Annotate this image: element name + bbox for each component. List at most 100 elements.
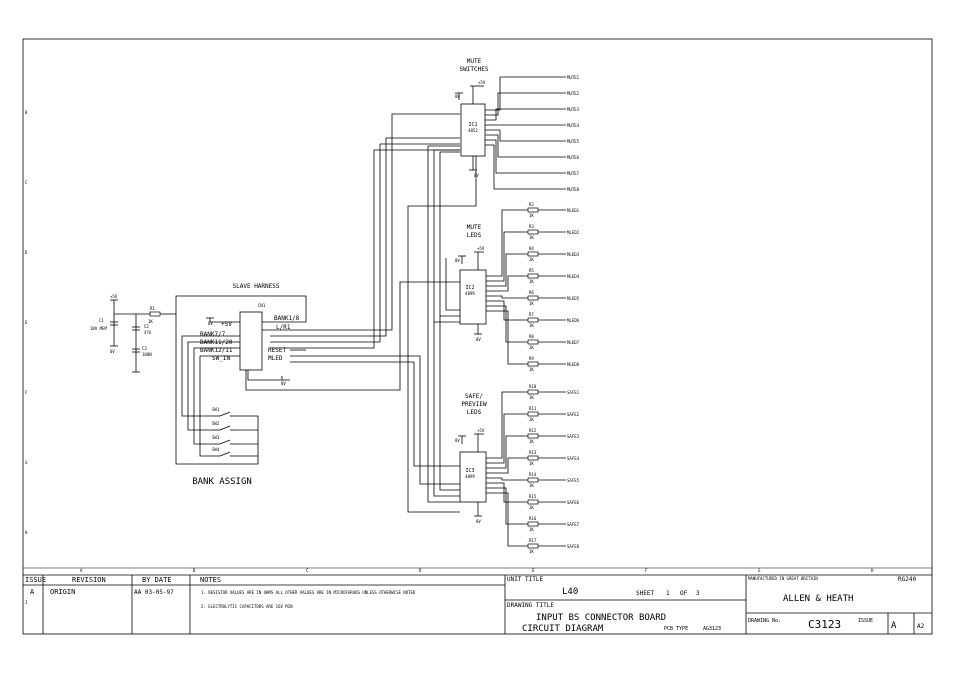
power-rail-label: +5V — [110, 294, 118, 299]
zone-label-bottom: H — [871, 568, 874, 573]
note-2: 2. ELECTROLYTIC CAPACITORS ARE 16V MIN — [201, 604, 293, 609]
c1-note: 10V MEM — [90, 326, 107, 331]
led-resistor-ref: R13 — [529, 450, 537, 455]
svg-text:0V: 0V — [455, 258, 460, 263]
zone-label-left: D — [25, 250, 28, 255]
drawing-frame — [22, 38, 933, 635]
bank-switch-blade — [219, 411, 231, 417]
mute-output-label: MUTE6 — [567, 155, 580, 160]
svg-text:+5V: +5V — [477, 428, 485, 433]
zone-label-left: I — [25, 600, 28, 605]
harness-label-mled: MLED — [268, 355, 283, 362]
pcb-type: AG3123 — [703, 626, 721, 632]
unit-title-label: UNIT TITLE — [507, 576, 544, 583]
title-block: ISSUE REVISION BY DATE NOTES A ORIGIN AA… — [23, 575, 932, 634]
rev-row-by-date: AA 03-05-97 — [134, 589, 174, 596]
led-output-label: SAFE3 — [567, 434, 580, 439]
manufacturer-label: MANUFACTURED IN GREAT BRITAIN — [748, 576, 818, 581]
led-resistor — [527, 317, 539, 323]
led-output-wire — [486, 295, 528, 299]
mute-output-label: MUTE8 — [567, 187, 580, 192]
led-resistor — [527, 339, 539, 345]
drawing-no-label: DRAWING No. — [748, 618, 781, 624]
led-output-label: MLED4 — [567, 274, 580, 279]
mute-output-wire — [485, 76, 566, 111]
mute-output-label: MUTE3 — [567, 107, 580, 112]
led-output-wire — [486, 310, 528, 365]
svg-text:+5V: +5V — [477, 246, 485, 251]
r1-value: 1K — [148, 319, 153, 324]
note-1: 1. RESISTOR VALUES ARE IN OHMS ALL OTHER… — [201, 590, 416, 595]
led-resistor-ref: R3 — [529, 224, 534, 229]
ic3-chip — [459, 451, 487, 503]
led-output-wire — [486, 482, 528, 503]
led-resistor — [527, 273, 539, 279]
led-output-label: MLED7 — [567, 340, 580, 345]
led-output-wire — [486, 209, 528, 277]
led-output-label: SAFE4 — [567, 456, 580, 461]
led-output-wire — [486, 492, 528, 547]
led-resistor-ref: R16 — [529, 516, 537, 521]
ic1-name: IC1 — [468, 122, 477, 128]
led-output-wire — [486, 253, 528, 287]
zone-label-bottom: B — [193, 568, 196, 573]
mute-output-wire — [485, 129, 566, 142]
r1-resistor — [149, 311, 161, 317]
led-resistor-ref: R10 — [529, 384, 537, 389]
svg-text:0V: 0V — [455, 94, 460, 99]
drawing-title-line-2: CIRCUIT DIAGRAM — [522, 624, 604, 634]
led-output-wire — [486, 391, 528, 459]
led-output-label: SAFE7 — [567, 522, 580, 527]
harness-label-swin: SW_IN — [212, 355, 230, 362]
zone-label-left: E — [25, 320, 28, 325]
zone-label-left: F — [25, 390, 28, 395]
mute-output-wire — [485, 144, 566, 190]
ic3-name: IC3 — [465, 468, 474, 474]
led-resistor-value: 1K — [529, 395, 534, 400]
pcb-type-label: PCB TYPE — [664, 626, 688, 632]
zone-label-left: H — [25, 530, 28, 535]
mute-output-wire — [485, 92, 566, 116]
drawing-title-line-1: INPUT BS CONNECTOR BOARD — [536, 613, 666, 623]
led-output-wire — [486, 457, 528, 474]
zone-label-bottom: A — [80, 568, 83, 573]
led-resistor — [527, 411, 539, 417]
led-output-wire — [486, 231, 528, 282]
led-resistor-value: 1K — [529, 367, 534, 372]
svg-text:0V: 0V — [455, 438, 460, 443]
led-resistor-ref: R15 — [529, 494, 537, 499]
mute-output-label: MUTE4 — [567, 123, 580, 128]
led-output-label: MLED3 — [567, 252, 580, 257]
c2-label: C2 — [144, 324, 149, 329]
safe-leds-title-2: PREVIEW — [461, 401, 487, 408]
led-resistor-value: 1K — [529, 257, 534, 262]
zone-label-bottom: G — [758, 568, 761, 573]
harness-label-bank1120: BANK11/20 — [200, 339, 233, 346]
power-input-block: +5V R1 1K C1 10V MEM 0V C2 47U C3 100N — [90, 294, 176, 373]
c3-label: C3 — [142, 346, 147, 351]
led-resistor-value: 1K — [529, 461, 534, 466]
led-output-label: MLED8 — [567, 362, 580, 367]
led-resistor-value: 1K — [529, 301, 534, 306]
mute-output-wire — [485, 139, 566, 174]
svg-text:0V: 0V — [208, 321, 213, 326]
led-resistor-ref: R11 — [529, 406, 537, 411]
led-resistor — [527, 361, 539, 367]
of-label: OF — [680, 590, 688, 597]
led-output-wire — [486, 487, 528, 525]
led-resistor-value: 1K — [529, 439, 534, 444]
led-output-label: SAFE8 — [567, 544, 580, 549]
unit-title: L40 — [562, 587, 578, 597]
led-output-wire — [486, 413, 528, 464]
led-resistor — [527, 433, 539, 439]
led-output-label: MLED5 — [567, 296, 580, 301]
ic2-chip — [459, 269, 487, 325]
led-resistor — [527, 389, 539, 395]
led-resistor-ref: R14 — [529, 472, 537, 477]
cn1-connector — [239, 311, 263, 371]
led-resistor — [527, 251, 539, 257]
led-resistor — [527, 499, 539, 505]
sheet-total: 3 — [696, 590, 700, 597]
ic2-part: 4099 — [465, 291, 475, 296]
